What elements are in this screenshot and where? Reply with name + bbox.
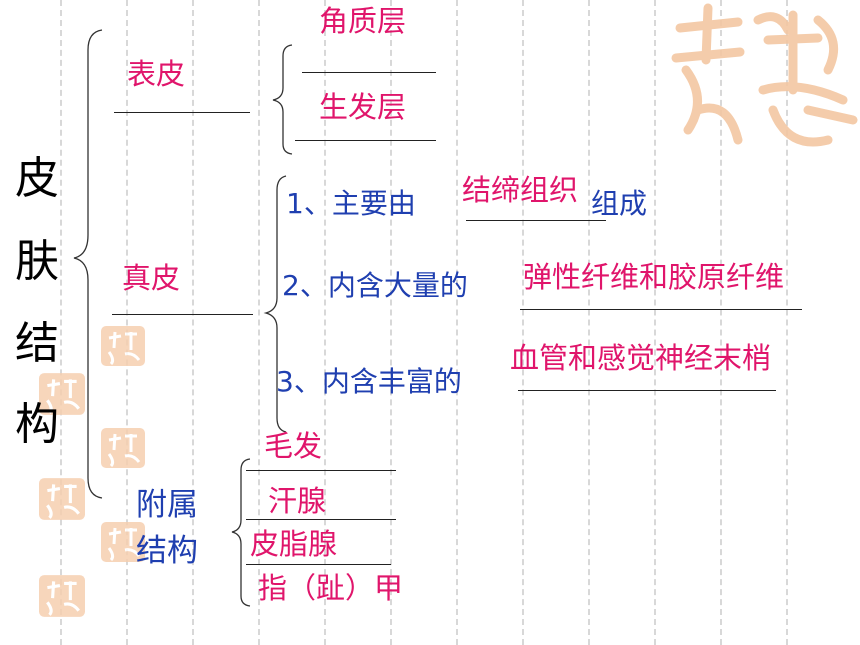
dermis-item-suffix: 组成 bbox=[591, 187, 648, 220]
decorative-seal-icon bbox=[671, 3, 858, 147]
answer-blank bbox=[114, 112, 250, 113]
background-dashes bbox=[522, 0, 524, 645]
appendage-answer: 指（趾）甲 bbox=[258, 571, 404, 605]
background-dashes bbox=[390, 0, 392, 645]
background-dashes bbox=[654, 0, 656, 645]
epidermis-answer: 角质层 bbox=[319, 4, 407, 38]
dermis-label: 真皮 bbox=[122, 261, 181, 295]
title-char: 皮 bbox=[15, 153, 59, 204]
main-bracket bbox=[73, 29, 103, 499]
answer-blank bbox=[302, 72, 436, 73]
dermis-item-answer: 结缔组织 bbox=[462, 173, 579, 207]
title-char: 结 bbox=[15, 318, 59, 369]
background-dashes bbox=[192, 0, 194, 645]
title-char: 构 bbox=[15, 399, 59, 450]
dermis-item-prefix: 3、内含丰富的 bbox=[276, 365, 462, 398]
epidermis-bracket bbox=[272, 44, 293, 155]
dermis-item-prefix: 1、主要由 bbox=[286, 187, 416, 220]
background-dashes bbox=[456, 0, 458, 645]
answer-blank bbox=[246, 470, 396, 471]
answer-blank bbox=[518, 390, 776, 391]
background-dashes bbox=[786, 0, 788, 645]
appendage-answer: 汗腺 bbox=[268, 484, 327, 518]
decorative-seal-icon bbox=[101, 522, 145, 562]
answer-blank bbox=[520, 309, 802, 310]
epidermis-answer: 生发层 bbox=[319, 90, 407, 124]
decorative-seal-icon bbox=[39, 575, 85, 617]
decorative-seal-icon bbox=[101, 428, 145, 468]
background-dashes bbox=[126, 0, 128, 645]
answer-blank bbox=[246, 564, 391, 565]
epidermis-label: 表皮 bbox=[127, 57, 186, 91]
appendage-answer: 皮脂腺 bbox=[250, 527, 338, 561]
appendages-label: 结构 bbox=[136, 533, 198, 569]
dermis-item-answer: 血管和感觉神经末梢 bbox=[510, 341, 772, 375]
answer-blank bbox=[112, 314, 253, 315]
dermis-bracket bbox=[263, 175, 287, 433]
decorative-seal-icon bbox=[39, 478, 85, 520]
appendages-label: 附属 bbox=[136, 487, 198, 523]
background-dashes bbox=[258, 0, 260, 645]
decorative-seal-icon bbox=[101, 326, 145, 366]
appendage-answer: 毛发 bbox=[264, 429, 323, 463]
dermis-item-prefix: 2、内含大量的 bbox=[282, 269, 468, 302]
background-dashes bbox=[720, 0, 722, 645]
background-dashes bbox=[588, 0, 590, 645]
background-dashes bbox=[60, 0, 62, 645]
answer-blank bbox=[295, 140, 436, 141]
answer-blank bbox=[246, 519, 396, 520]
background-dashes bbox=[324, 0, 326, 645]
appendages-bracket bbox=[231, 458, 251, 607]
answer-blank bbox=[466, 220, 606, 221]
decorative-seal-icon bbox=[39, 373, 85, 415]
title-char: 肤 bbox=[15, 236, 59, 287]
dermis-item-answer: 弹性纤维和胶原纤维 bbox=[523, 260, 785, 294]
